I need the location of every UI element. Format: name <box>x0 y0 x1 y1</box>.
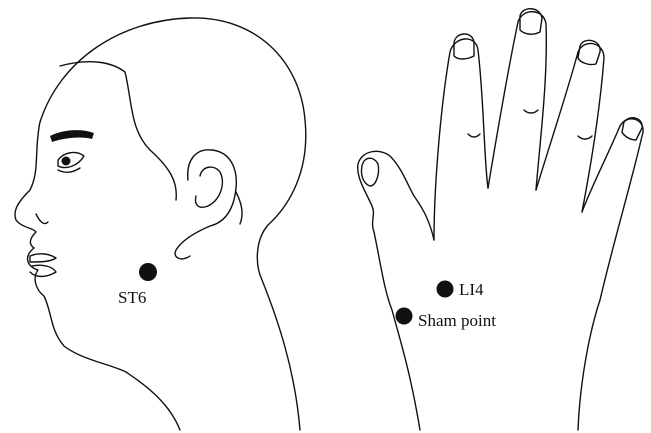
acupoint-st6: ST6 <box>118 263 157 307</box>
ear-back <box>236 192 242 224</box>
pupil-icon <box>62 157 71 166</box>
st6-point-marker <box>139 263 157 281</box>
lips-icon <box>30 254 56 277</box>
thumb <box>358 151 434 240</box>
eyebrow-icon <box>50 130 94 142</box>
knuckle-crease <box>578 136 592 139</box>
little-finger <box>582 119 643 300</box>
lower-eyelid <box>58 168 80 172</box>
index-nail <box>454 34 474 59</box>
index-finger <box>434 39 488 240</box>
thumb-nail <box>361 158 378 186</box>
ear-icon <box>175 150 236 259</box>
head-outline <box>15 18 306 430</box>
palm-outline <box>374 232 600 430</box>
acupoint-sham: Sham point <box>396 308 497 331</box>
ear-inner <box>196 167 223 207</box>
li4-point-marker <box>437 281 454 298</box>
middle-finger <box>488 12 546 190</box>
hand-drawing <box>358 9 643 430</box>
head-profile <box>15 18 306 430</box>
li4-label: LI4 <box>459 280 484 299</box>
knuckle-crease <box>524 110 538 113</box>
sham-point-label: Sham point <box>418 311 496 330</box>
middle-nail <box>520 9 542 34</box>
nostril <box>36 214 48 224</box>
sham-point-marker <box>396 308 413 325</box>
acupoint-li4: LI4 <box>437 280 485 299</box>
st6-label: ST6 <box>118 288 146 307</box>
knuckle-crease <box>468 134 480 137</box>
